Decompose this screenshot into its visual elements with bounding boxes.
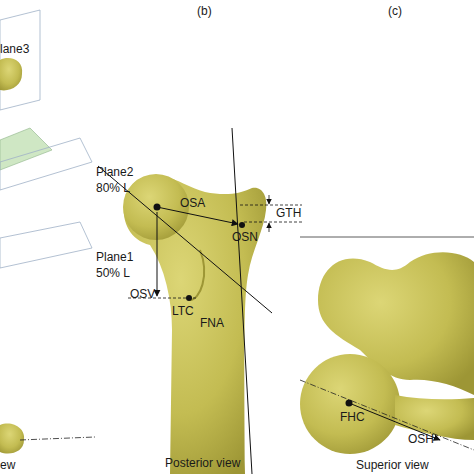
- reference-line: [300, 237, 474, 238]
- plane3-outline: [0, 10, 40, 110]
- view-label: Superior view: [356, 458, 429, 472]
- femoral-head: [123, 174, 189, 240]
- plane-percent: 80% L: [96, 181, 130, 195]
- osn-point: [239, 222, 245, 228]
- axis-line: [20, 437, 95, 440]
- gth-arrow: [269, 195, 270, 204]
- point-label: LTC: [172, 304, 194, 318]
- view-label: Posterior view: [165, 456, 240, 470]
- point-label: FHC: [340, 410, 365, 424]
- measure-label: FNA: [200, 316, 224, 330]
- measure-label: OSH: [408, 432, 434, 446]
- measure-label: OSN: [232, 230, 258, 244]
- femoral-neck-superior: [395, 395, 474, 440]
- plane2-outline: [0, 138, 92, 190]
- femur-head-a: [0, 58, 22, 90]
- osv-arrow: [157, 212, 158, 296]
- panel-letter: (b): [197, 4, 212, 18]
- shaft-axis: [232, 128, 252, 474]
- shading: [190, 250, 204, 300]
- plane-percent: 50% L: [96, 266, 130, 280]
- measure-label: GTH: [276, 206, 301, 220]
- neck-axis-superior: [300, 380, 474, 450]
- gth-line: [240, 205, 302, 206]
- measure-label: OSA: [180, 196, 205, 210]
- plane-label: Plane2: [96, 165, 133, 179]
- panel-c: [300, 237, 474, 454]
- femoral-head-superior: [300, 354, 400, 454]
- panel-letter: (c): [388, 4, 402, 18]
- ltc-point: [186, 295, 192, 301]
- plane1-outline: [0, 222, 92, 268]
- gth-arrow: [269, 223, 270, 232]
- plane-label: lane3: [0, 42, 29, 56]
- panel-b: [98, 128, 302, 474]
- femur-condyle-a: [0, 423, 24, 453]
- plane-label: Plane1: [96, 250, 133, 264]
- panel-a: [0, 10, 95, 454]
- measure-label: OSV: [130, 287, 155, 301]
- view-label: ew: [0, 458, 15, 472]
- gth-line: [244, 222, 302, 223]
